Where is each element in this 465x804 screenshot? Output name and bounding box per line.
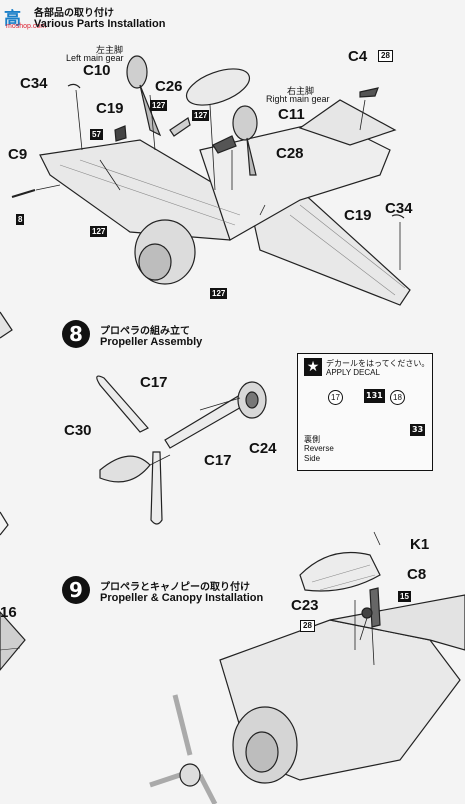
decal-number-17: 17	[328, 390, 343, 405]
gear-door-c26	[169, 117, 191, 137]
part-c8	[369, 587, 381, 628]
step7-title-en: Various Parts Installation	[34, 18, 166, 30]
part-label-c34-left: C34	[20, 75, 48, 92]
decal-instruction-en: APPLY DECAL	[326, 368, 380, 377]
badge-28-step9: 28	[300, 620, 315, 632]
badge-127-c: 127	[90, 226, 108, 237]
decal-instruction-box: ★ デカールをはってください。 APPLY DECAL 17 131 18 33…	[297, 353, 433, 471]
left-gear-label-en: Left main gear	[66, 53, 124, 63]
watermark-url: moshop.com	[6, 23, 47, 30]
part-label-c17-bottom: C17	[204, 452, 232, 469]
part-c34-right	[391, 214, 405, 219]
left-gear-label-jp: 左主脚	[96, 46, 124, 56]
star-decal-icon: ★	[304, 358, 322, 376]
part-c28	[212, 135, 237, 154]
step7-title-jp: 各部品の取り付け	[34, 8, 114, 19]
right-main-gear-leg	[246, 137, 257, 176]
propeller-blade-top	[96, 375, 149, 433]
badge-127-b: 127	[192, 110, 210, 121]
part-label-c34-right: C34	[385, 200, 413, 217]
part-label-c26: C26	[155, 78, 183, 95]
decal-instruction-jp: デカールをはってください。	[326, 359, 430, 368]
step9-number: 9	[62, 576, 90, 604]
prev-propeller-blade	[0, 311, 13, 339]
badge-28-top: 28	[378, 50, 393, 62]
aircraft-tail	[298, 99, 397, 146]
drop-tank	[185, 68, 251, 106]
part-label-c24: C24	[249, 440, 277, 457]
step8-number: 8	[62, 320, 90, 348]
part-label-c9: C9	[8, 146, 28, 163]
reverse-side-en-2: Side	[304, 454, 321, 463]
part-label-c23: C23	[291, 597, 319, 614]
right-main-gear-wheel	[232, 105, 258, 141]
part-label-k1: K1	[410, 536, 430, 553]
step8-title-jp: プロペラの組み立て	[100, 326, 190, 337]
part-c4	[359, 87, 379, 98]
part-label-c17-top: C17	[140, 374, 168, 391]
part-label-c8: C8	[407, 566, 427, 583]
decal-number-131: 131	[364, 389, 385, 403]
badge-15: 15	[398, 591, 411, 602]
canopy-k1	[299, 551, 381, 592]
watermark-logo: 高	[4, 9, 22, 29]
spinner-9	[179, 763, 201, 787]
part-label-c11: C11	[278, 106, 305, 123]
badge-8: 8	[16, 214, 25, 225]
right-gear-label-en: Right main gear	[266, 94, 330, 104]
decal-number-33: 33	[410, 424, 426, 436]
propeller-blade-bottom	[150, 451, 163, 525]
reverse-side-en-1: Reverse	[304, 444, 334, 453]
part-label-c19-right: C19	[344, 207, 372, 224]
step8-title-en: Propeller Assembly	[100, 336, 203, 348]
part-c23	[361, 607, 373, 619]
propeller-9	[149, 694, 218, 804]
part-label-c19-top: C19	[96, 100, 124, 117]
badge-57: 57	[90, 129, 103, 140]
part-label-16: 16	[0, 604, 17, 621]
part-label-c30: C30	[64, 422, 92, 439]
part-c9-pitot	[11, 189, 36, 198]
part-c19-left	[114, 125, 127, 142]
part-label-c4: C4	[348, 48, 368, 65]
badge-127-d: 127	[210, 288, 228, 299]
reverse-side-jp: 裏側	[304, 435, 320, 444]
prev-step-fragment	[0, 511, 9, 536]
left-spinner-16	[0, 611, 26, 671]
engine-front-7	[138, 243, 172, 281]
right-gear-label-jp: 右主脚	[287, 87, 315, 97]
spinner-c30	[99, 455, 151, 483]
part-label-c10: C10	[83, 62, 111, 79]
step9-title-en: Propeller & Canopy Installation	[100, 592, 264, 604]
decal-number-18: 18	[390, 390, 405, 405]
badge-127-a: 127	[150, 100, 168, 111]
aircraft-wing-9	[329, 594, 465, 651]
part-c34-left	[67, 83, 81, 89]
left-main-gear-wheel	[126, 55, 148, 89]
step9-title-jp: プロペラとキャノピーの取り付け	[100, 582, 250, 593]
part-label-c28: C28	[276, 145, 304, 162]
